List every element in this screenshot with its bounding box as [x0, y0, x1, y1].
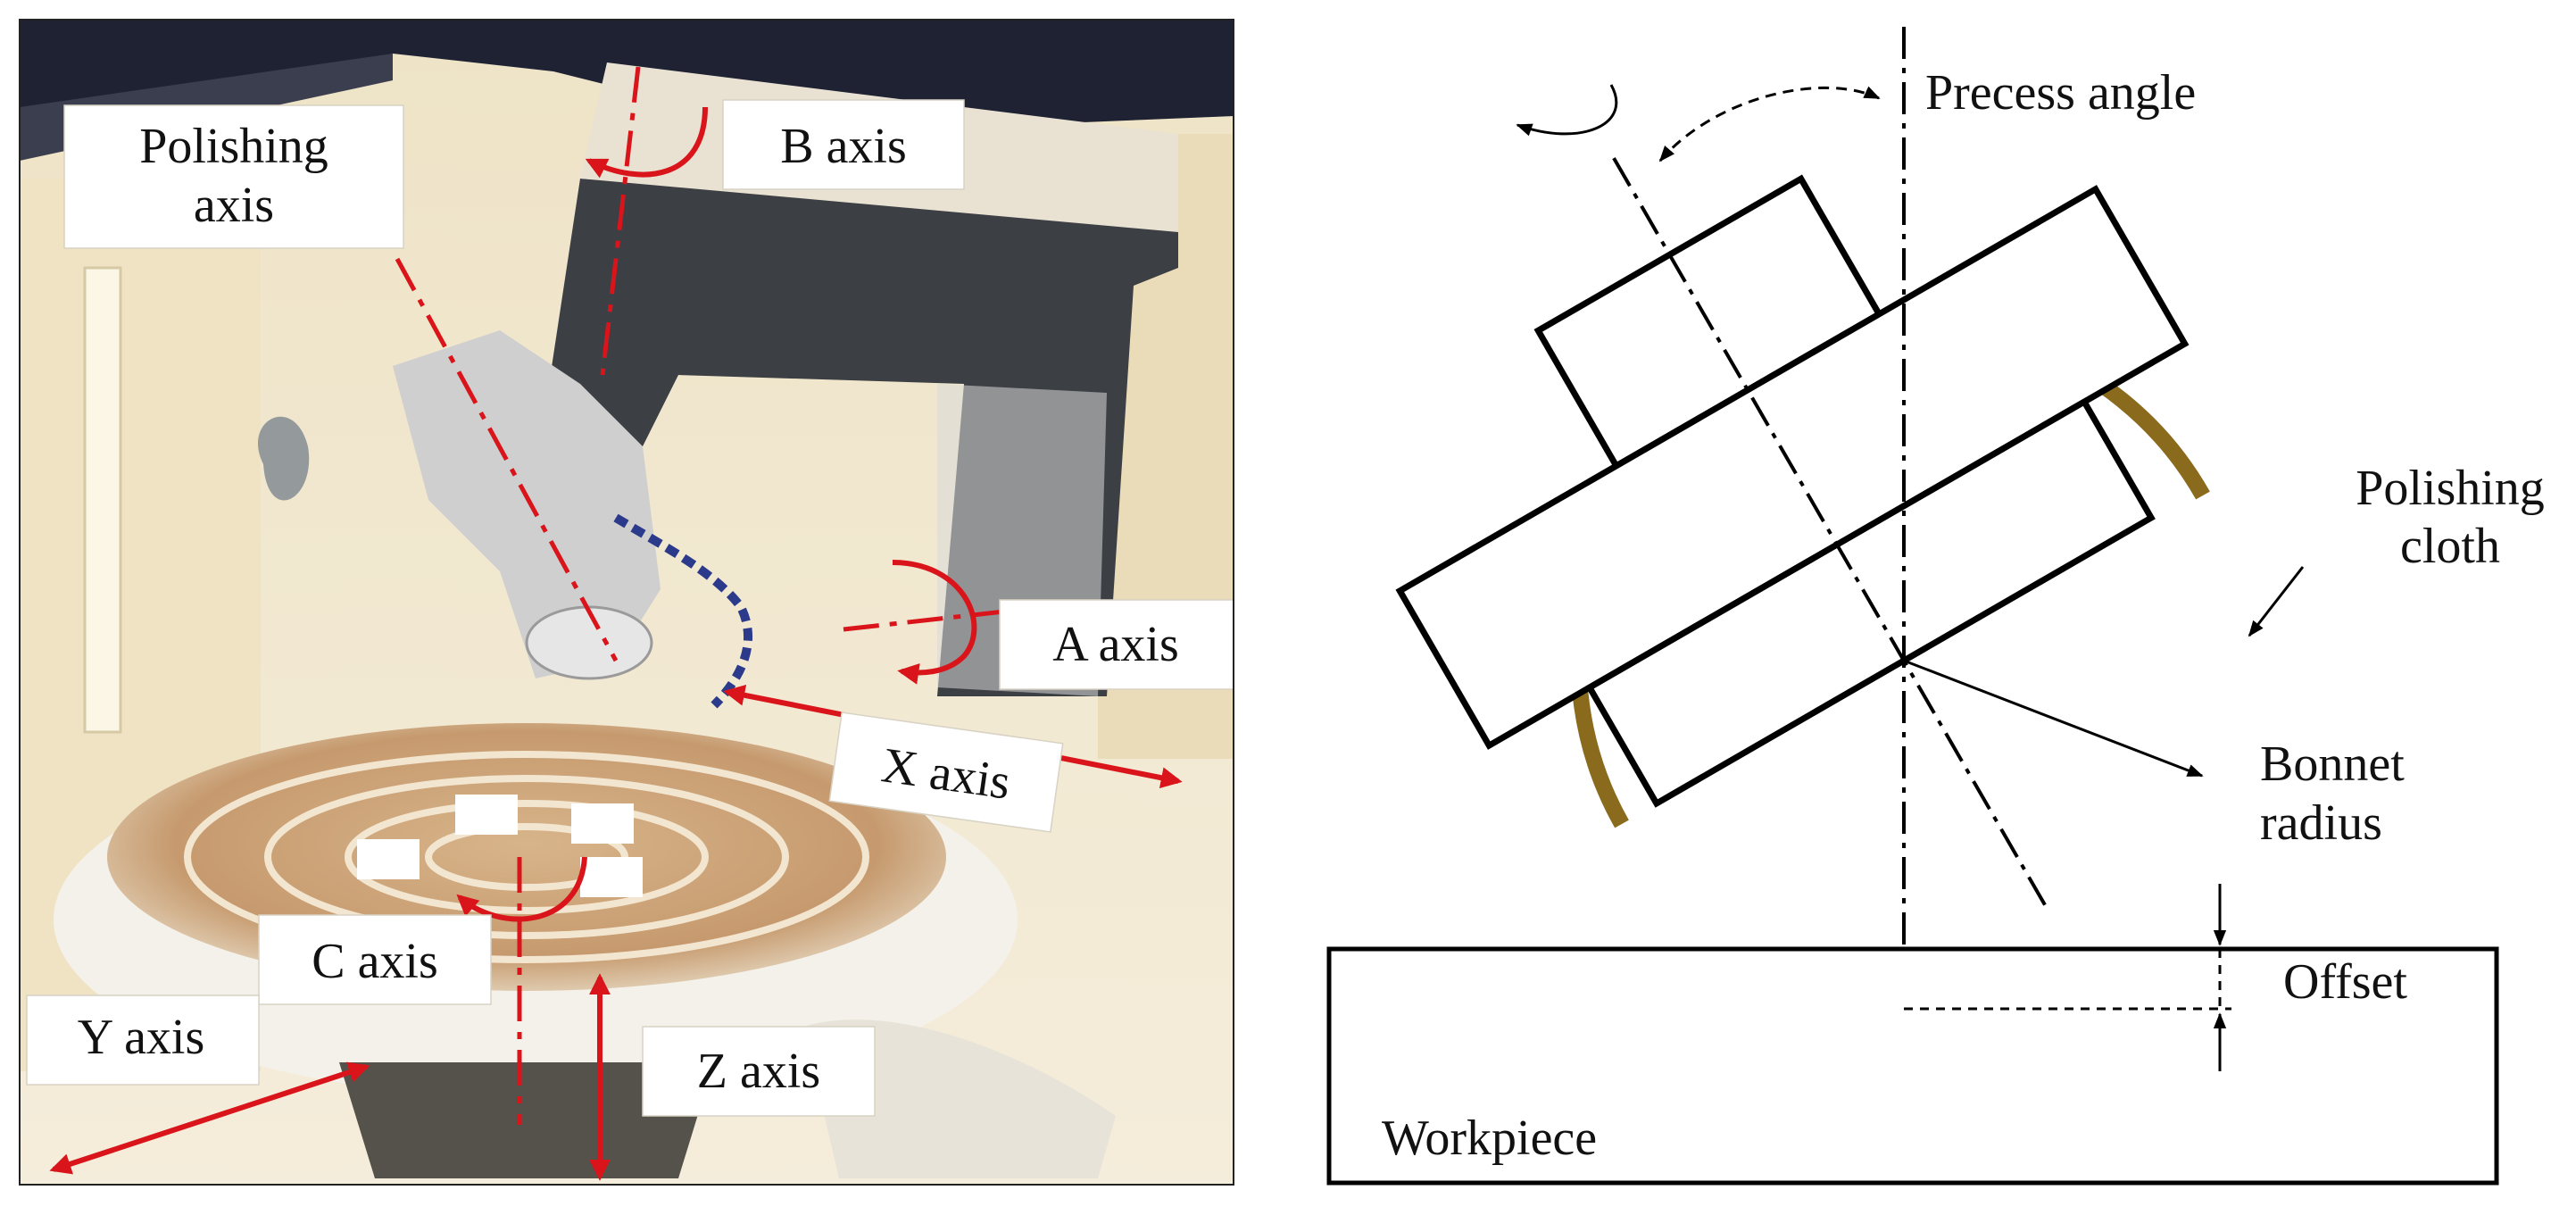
label-c-axis: C axis [258, 914, 492, 1005]
table-pedestal [339, 1062, 714, 1178]
coolant-tube [613, 513, 752, 709]
bonnet-schematic: Workpiece Precess angle Bonnet radius Po… [1326, 27, 2545, 1186]
table-groove [184, 751, 869, 963]
label-a-axis: A axis [999, 599, 1234, 690]
b-axis-line [600, 66, 641, 376]
polishing-axis-line [395, 257, 619, 662]
table-groove [345, 800, 709, 914]
tilted-polishing-axis [1612, 157, 2048, 910]
a-axis-label: A axis [1052, 617, 1179, 672]
tool-rotation-arrow [1516, 84, 1618, 137]
y-axis-arrow [49, 1061, 370, 1175]
polishing-axis-label-line1: Polishing [139, 119, 328, 174]
photo-frame [19, 19, 1234, 1186]
b-axis-label: B axis [780, 119, 907, 174]
workpiece [1326, 946, 2499, 1186]
clamp [571, 803, 634, 844]
bonnet-radius-label-line2: radius [2260, 795, 2382, 851]
clamp [357, 839, 420, 879]
polishing-cloth-label-line1: Polishing [2356, 461, 2545, 516]
table-groove [264, 775, 789, 939]
y-axis-label: Y axis [78, 1010, 205, 1065]
polishing-axis-label-line2: axis [194, 178, 274, 233]
a-axis-rotation-arrow [892, 560, 977, 685]
tool-assembly [1395, 157, 2190, 910]
offset-label: Offset [2283, 954, 2407, 1010]
hose [803, 1019, 1116, 1178]
polishing-cloth-leader [2248, 566, 2305, 637]
label-z-axis: Z axis [642, 1026, 876, 1117]
label-polishing-axis: Polishing axis [63, 104, 404, 249]
wall-window [83, 266, 122, 734]
bonnet-radius-line [1903, 659, 2204, 778]
machine-photo: Polishing axis B axis A axis X axis C ax… [20, 20, 1234, 1185]
cable-coil [257, 416, 310, 501]
polishing-cloth-label-line2: cloth [2400, 519, 2500, 574]
a-axis-line [843, 604, 1045, 632]
precess-angle-label: Precess angle [1925, 65, 2196, 121]
workpiece-label: Workpiece [1382, 1111, 1597, 1166]
bonnet-radius-label-line1: Bonnet [2260, 736, 2405, 792]
precess-angle-arc [1658, 86, 1881, 162]
rotary-table-top [107, 723, 946, 991]
clamp [580, 857, 643, 897]
label-y-axis: Y axis [26, 994, 260, 1086]
c-axis-label: C axis [312, 934, 438, 989]
c-axis-rotation-arrow [456, 856, 587, 922]
b-axis-rotation-arrow [585, 106, 708, 179]
label-b-axis: B axis [722, 99, 965, 190]
z-axis-label: Z axis [697, 1044, 820, 1099]
label-x-axis: X axis [828, 712, 1064, 833]
polishing-head [393, 330, 661, 678]
bonnet-tool [525, 605, 653, 680]
clamp [455, 795, 518, 835]
